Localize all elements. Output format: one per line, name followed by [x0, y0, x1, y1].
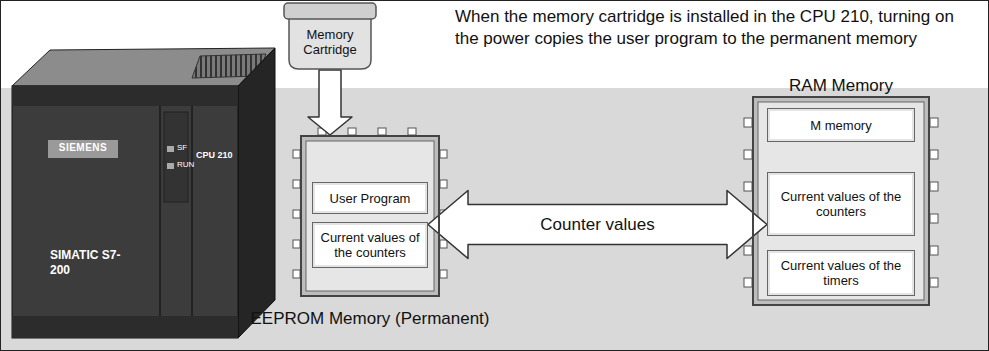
ram-chip: RAM MemoryM memoryCurrent values of the …: [752, 96, 930, 306]
cartridge-body: [289, 18, 371, 69]
chip-inner: [758, 102, 924, 300]
chip-pin: [744, 118, 752, 127]
chip-pin: [930, 214, 938, 223]
chip-pin: [930, 118, 938, 127]
chip-pin: [408, 128, 416, 135]
memory-area: User Program: [312, 182, 428, 214]
plc-side: [238, 48, 275, 338]
led-label: RUN: [177, 160, 191, 169]
plc-terminal-strip: [12, 316, 238, 338]
brand-badge: [48, 140, 118, 158]
eeprom-chip: EEPROM Memory (Permanent)User ProgramCur…: [300, 135, 440, 297]
chip-pin: [293, 150, 300, 158]
led-label: SF: [177, 143, 191, 152]
chip-pin: [378, 128, 386, 135]
chip-pin: [440, 180, 447, 188]
chip-pin: [930, 150, 938, 159]
chip-pin: [930, 246, 938, 255]
plc-top: [12, 48, 275, 86]
arrow-label: Counter values: [536, 215, 658, 235]
memory-area: M memory: [767, 108, 915, 142]
chip-pin: [348, 128, 356, 135]
plc-divider: [191, 106, 193, 316]
chip-pin: [440, 270, 447, 278]
chip-pin: [744, 278, 752, 287]
brand-label: SIEMENS: [52, 142, 114, 153]
led: [167, 163, 174, 169]
chip-pin: [293, 270, 300, 278]
note-text: When the memory cartridge is installed i…: [455, 6, 970, 50]
chip-pins: [293, 118, 938, 287]
hollow-arrow: [308, 70, 352, 135]
chip-pin: [293, 180, 300, 188]
chip-pin: [293, 210, 300, 218]
model-label: CPU 210: [196, 150, 238, 160]
memory-area: Current values of the counters: [767, 172, 915, 236]
product-label: SIMATIC S7-200: [50, 248, 126, 278]
chip-pin: [440, 240, 447, 248]
chip-body: [752, 96, 930, 306]
memory-cartridge: Memory Cartridge: [283, 2, 377, 70]
chip-pin: [744, 246, 752, 255]
plc-terminal-strip: [12, 86, 238, 106]
chip-inner: [306, 141, 434, 291]
plc-status-panel: [164, 112, 188, 202]
memory-area: Current values of the counters: [312, 222, 428, 268]
box-label: Memory Cartridge: [291, 27, 369, 57]
led: [167, 146, 174, 152]
chip-pin: [930, 278, 938, 287]
chip-pin: [440, 150, 447, 158]
box-label: Current values of the timers: [773, 258, 909, 288]
cartridge-lip: [284, 3, 376, 19]
box-label: M memory: [810, 118, 871, 133]
memory-area: Current values of the timers: [767, 250, 915, 296]
box-label: Current values of the counters: [773, 189, 909, 219]
chip-body: [300, 135, 440, 297]
box-label: Current values of the counters: [318, 230, 422, 260]
hollow-arrow: [428, 191, 767, 259]
plc-illustration: [12, 48, 275, 338]
chip-pin: [930, 182, 938, 191]
chip-title: EEPROM Memory (Permanent): [251, 309, 490, 329]
plc-divider: [159, 106, 161, 316]
box-label: User Program: [330, 191, 411, 206]
chip-pin: [744, 182, 752, 191]
chip-pin: [293, 240, 300, 248]
plc-front: [12, 86, 238, 338]
chip-title: RAM Memory: [789, 76, 893, 96]
chip-pin: [744, 150, 752, 159]
